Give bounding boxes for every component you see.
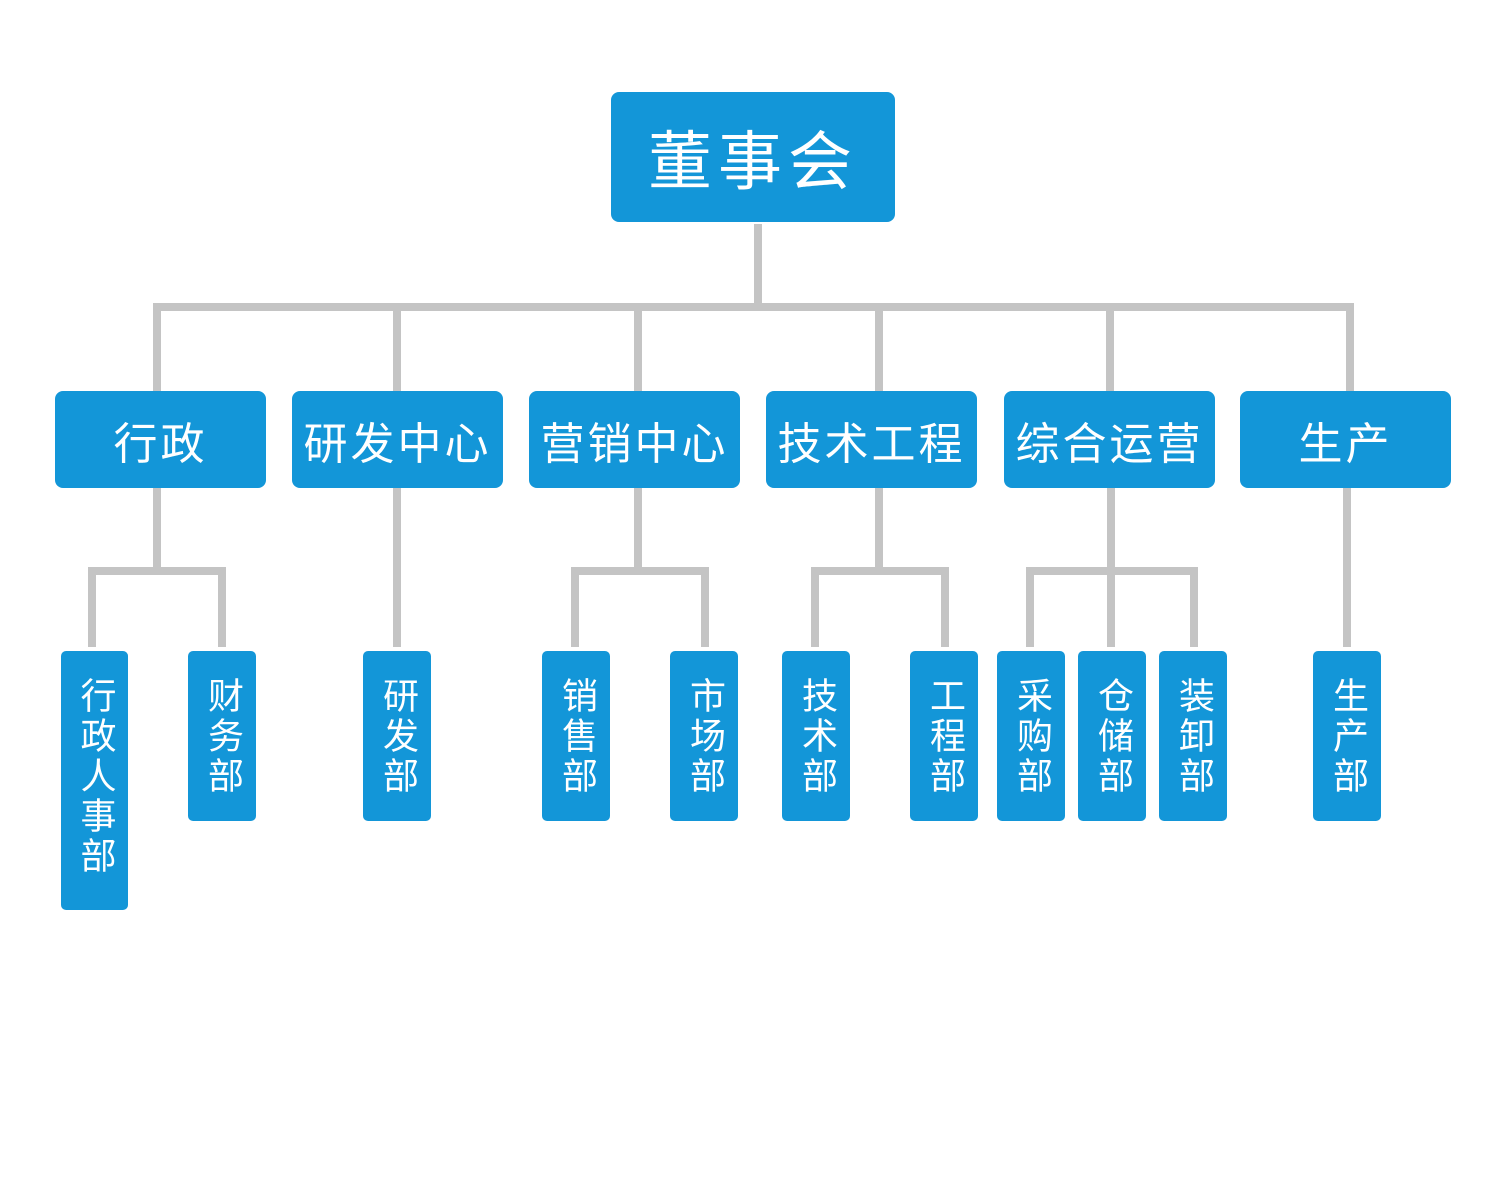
department-node: 财务部 <box>188 651 256 821</box>
department-label: 工程部 <box>924 677 965 797</box>
division-node-engineering: 技术工程 <box>766 391 977 488</box>
division-label: 研发中心 <box>303 418 492 470</box>
department-label: 销售部 <box>556 677 597 797</box>
division-label: 综合运营 <box>1015 418 1204 470</box>
division-label: 营销中心 <box>540 418 729 470</box>
division-label: 行政 <box>113 418 208 470</box>
department-node: 采购部 <box>997 651 1065 821</box>
department-node: 市场部 <box>670 651 738 821</box>
department-label: 市场部 <box>684 677 725 797</box>
division-node-rnd: 研发中心 <box>292 391 503 488</box>
root-label: 董事会 <box>648 126 858 200</box>
department-node: 技术部 <box>782 651 850 821</box>
department-node: 装卸部 <box>1159 651 1227 821</box>
department-label: 技术部 <box>796 677 837 797</box>
division-label: 技术工程 <box>777 418 966 470</box>
department-label: 行政人事部 <box>74 677 116 877</box>
department-label: 采购部 <box>1011 677 1052 797</box>
department-label: 研发部 <box>377 677 418 797</box>
department-node: 生产部 <box>1313 651 1381 821</box>
division-node-operations: 综合运营 <box>1004 391 1215 488</box>
department-node: 研发部 <box>363 651 431 821</box>
department-label: 装卸部 <box>1173 677 1214 797</box>
division-label: 生产 <box>1298 418 1393 470</box>
division-node-marketing: 营销中心 <box>529 391 740 488</box>
department-label: 仓储部 <box>1092 677 1133 797</box>
department-label: 生产部 <box>1327 677 1368 797</box>
department-node: 销售部 <box>542 651 610 821</box>
root-node: 董事会 <box>611 92 895 222</box>
division-node-production: 生产 <box>1240 391 1451 488</box>
department-node: 仓储部 <box>1078 651 1146 821</box>
department-node: 行政人事部 <box>61 651 128 910</box>
department-node: 工程部 <box>910 651 978 821</box>
division-node-admin: 行政 <box>55 391 266 488</box>
department-label: 财务部 <box>202 677 243 797</box>
